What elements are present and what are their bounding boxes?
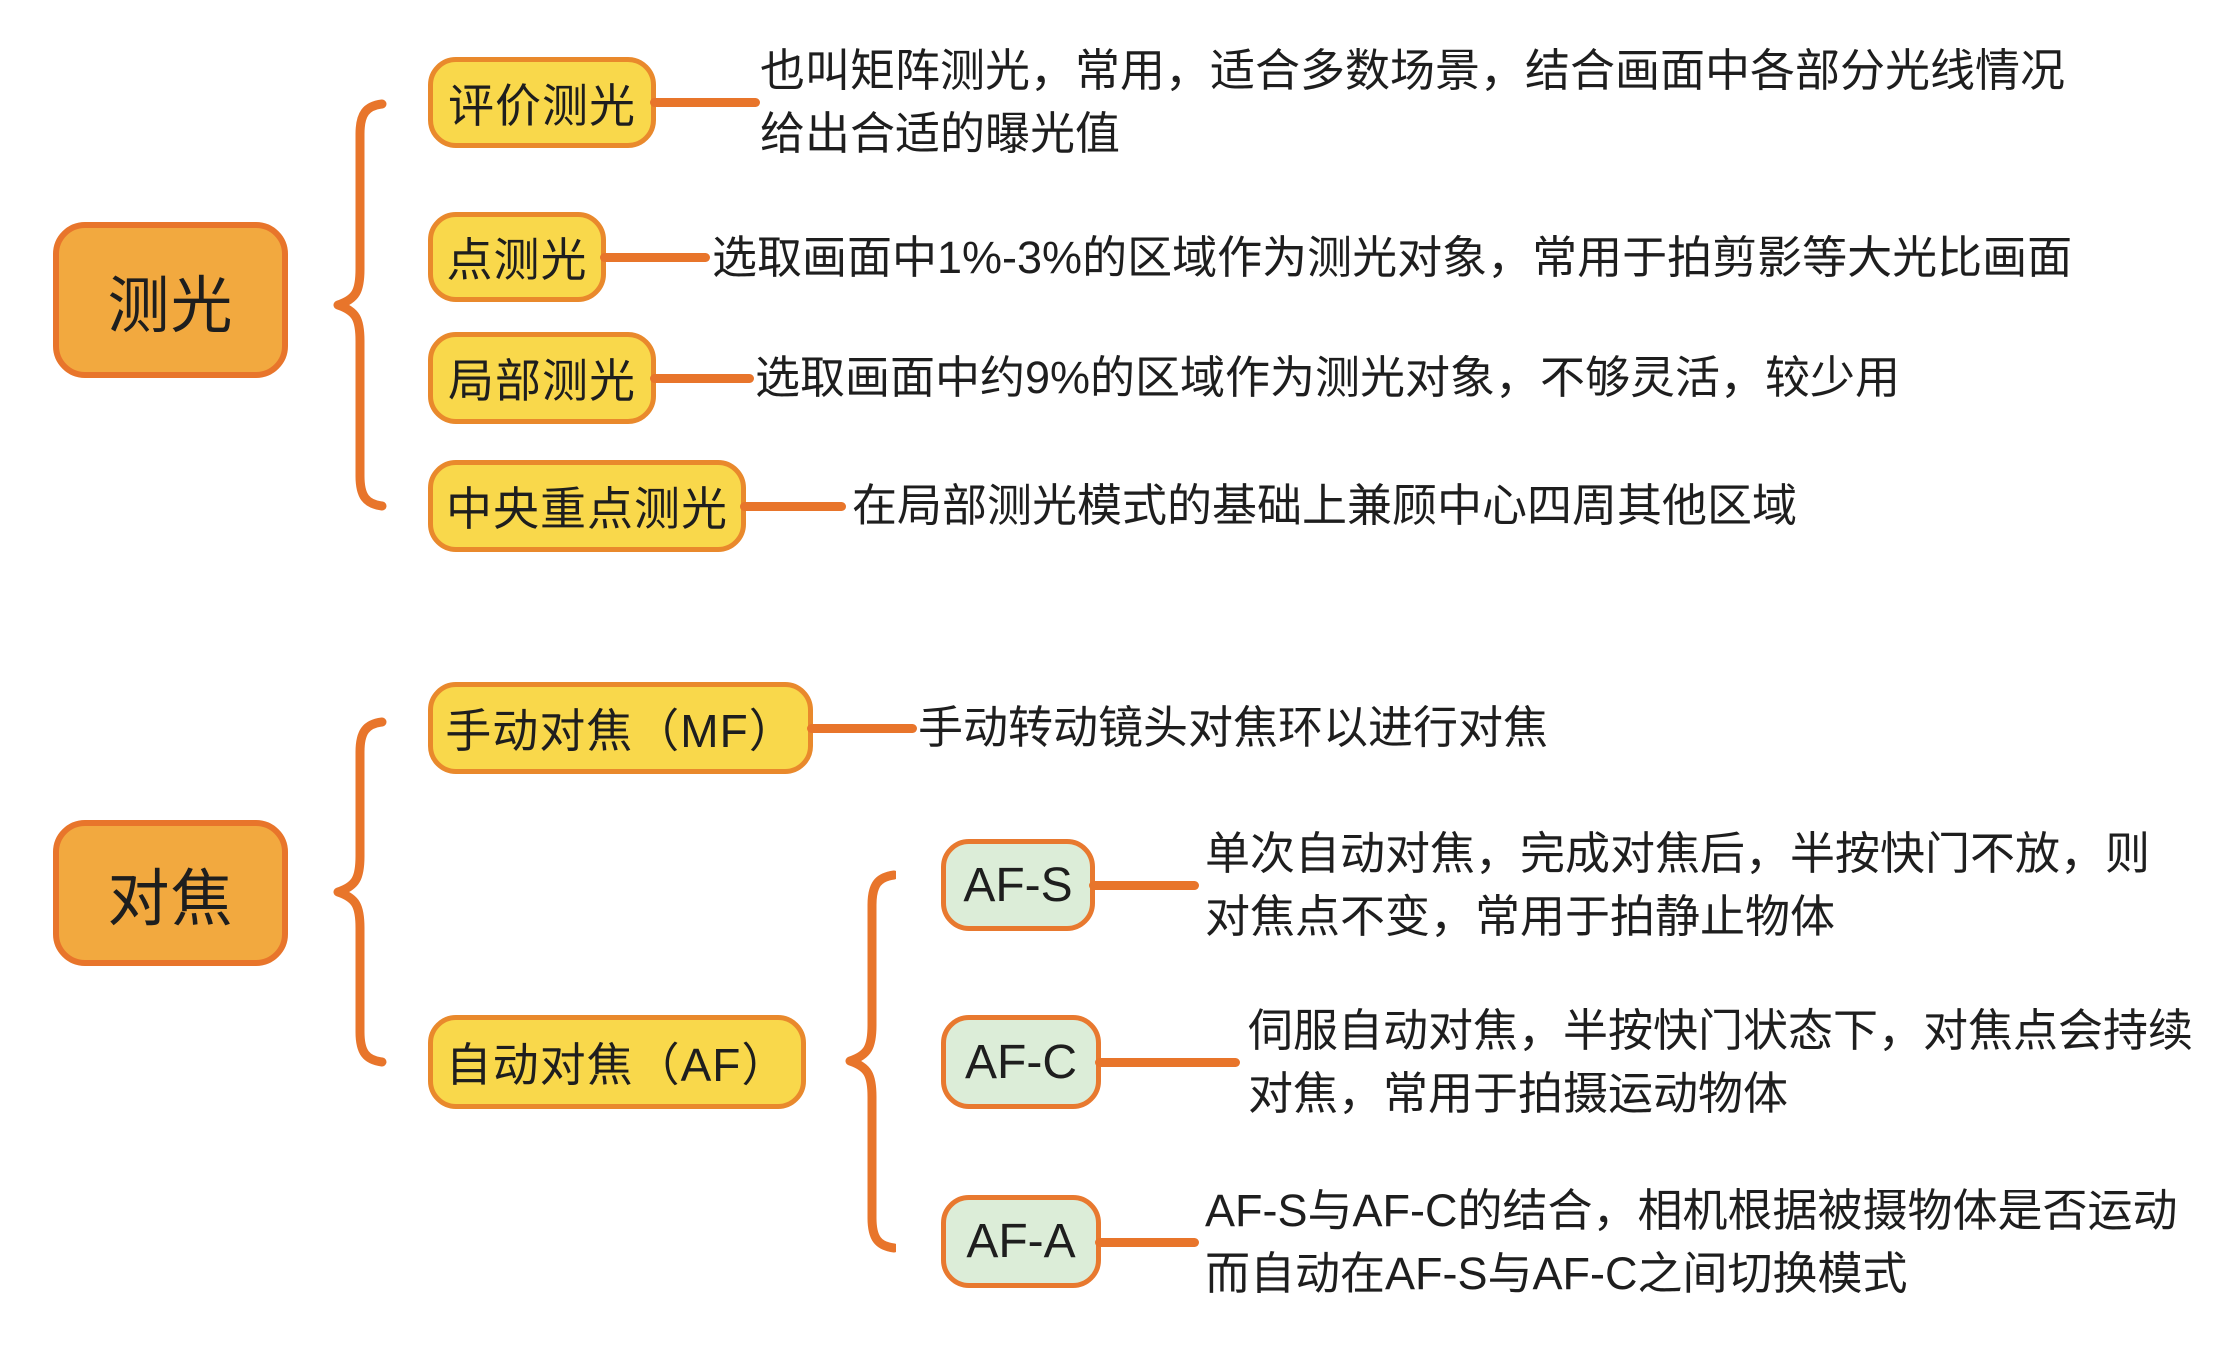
connector-center-weighted-metering: [740, 502, 846, 511]
connector-af-s: [1089, 881, 1199, 890]
connector-evaluative-metering: [650, 98, 760, 107]
node-af-s-label: AF-S: [963, 858, 1073, 912]
desc-line: AF-S与AF-C的结合，相机根据被摄物体是否运动: [1205, 1185, 2178, 1236]
connector-partial-metering: [650, 374, 754, 383]
node-partial-metering[interactable]: 局部测光: [428, 332, 656, 424]
root-node-metering-label: 测光: [107, 272, 234, 341]
connector-spot-metering: [600, 253, 710, 262]
desc-line: 手动转动镜头对焦环以进行对焦: [918, 702, 1549, 753]
desc-line: 在局部测光模式的基础上兼顾中心四周其他区域: [852, 480, 1798, 531]
node-manual-focus-label: 手动对焦（MF）: [445, 705, 796, 757]
node-af-a-label: AF-A: [966, 1215, 1076, 1268]
desc-line: 而自动在AF-S与AF-C之间切换模式: [1205, 1248, 1908, 1299]
desc-af-a: AF-S与AF-C的结合，相机根据被摄物体是否运动 而自动在AF-S与AF-C之…: [1205, 1179, 2178, 1305]
desc-line: 伺服自动对焦，半按快门状态下，对焦点会持续: [1248, 1005, 2194, 1056]
node-center-weighted-metering-label: 中央重点测光: [446, 483, 728, 535]
desc-line: 选取画面中约9%的区域作为测光对象，不够灵活，较少用: [755, 352, 1901, 403]
node-auto-focus[interactable]: 自动对焦（AF）: [428, 1015, 806, 1109]
desc-af-s: 单次自动对焦，完成对焦后，半按快门不放，则 对焦点不变，常用于拍静止物体: [1205, 822, 2150, 948]
desc-evaluative-metering: 也叫矩阵测光，常用，适合多数场景，结合画面中各部分光线情况 给出合适的曝光值: [760, 39, 2065, 165]
desc-line: 选取画面中1%-3%的区域作为测光对象，常用于拍剪影等大光比画面: [712, 232, 2073, 283]
desc-line: 给出合适的曝光值: [760, 108, 1121, 159]
node-af-c[interactable]: AF-C: [941, 1015, 1101, 1109]
node-manual-focus[interactable]: 手动对焦（MF）: [428, 682, 813, 774]
node-af-c-label: AF-C: [965, 1035, 1077, 1089]
desc-center-weighted-metering: 在局部测光模式的基础上兼顾中心四周其他区域: [852, 474, 1797, 537]
desc-line: 单次自动对焦，完成对焦后，半按快门不放，则: [1205, 828, 2151, 879]
desc-spot-metering: 选取画面中1%-3%的区域作为测光对象，常用于拍剪影等大光比画面: [712, 226, 2072, 289]
brace-metering: [333, 99, 387, 511]
node-evaluative-metering-label: 评价测光: [448, 79, 636, 132]
connector-af-a: [1095, 1238, 1199, 1247]
brace-autofocus: [845, 870, 896, 1253]
desc-af-c: 伺服自动对焦，半按快门状态下，对焦点会持续 对焦，常用于拍摄运动物体: [1248, 999, 2193, 1125]
brace-focus: [333, 717, 387, 1067]
root-node-metering[interactable]: 测光: [53, 222, 288, 378]
node-partial-metering-label: 局部测光: [448, 355, 636, 407]
desc-line: 对焦点不变，常用于拍静止物体: [1205, 891, 1836, 942]
node-center-weighted-metering[interactable]: 中央重点测光: [428, 460, 746, 552]
connector-manual-focus: [807, 724, 917, 733]
root-node-focus[interactable]: 对焦: [53, 820, 288, 966]
node-evaluative-metering[interactable]: 评价测光: [428, 57, 656, 148]
node-af-a[interactable]: AF-A: [941, 1195, 1101, 1288]
desc-partial-metering: 选取画面中约9%的区域作为测光对象，不够灵活，较少用: [755, 346, 1900, 409]
node-spot-metering-label: 点测光: [446, 234, 588, 286]
connector-af-c: [1095, 1058, 1240, 1067]
node-spot-metering[interactable]: 点测光: [428, 212, 606, 302]
desc-manual-focus: 手动转动镜头对焦环以进行对焦: [918, 696, 1548, 759]
root-node-focus-label: 对焦: [107, 865, 234, 934]
node-auto-focus-label: 自动对焦（AF）: [445, 1039, 789, 1091]
desc-line: 也叫矩阵测光，常用，适合多数场景，结合画面中各部分光线情况: [760, 45, 2066, 96]
desc-line: 对焦，常用于拍摄运动物体: [1248, 1068, 1789, 1119]
node-af-s[interactable]: AF-S: [941, 839, 1095, 931]
